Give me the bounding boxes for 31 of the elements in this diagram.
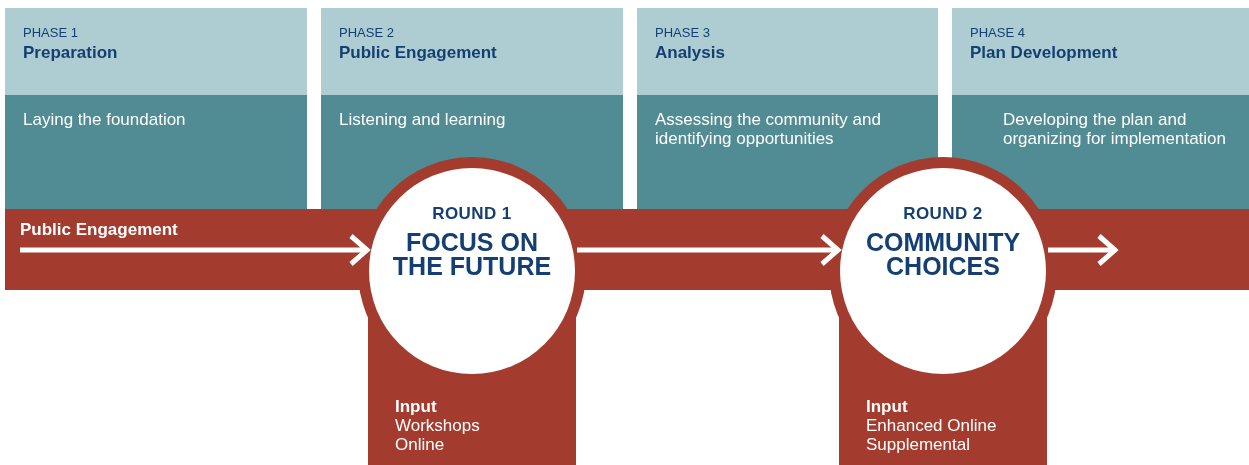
engagement-band <box>5 209 358 290</box>
round-title: FOCUS ON THE FUTURE <box>391 230 553 278</box>
input-heading: Input <box>866 397 909 416</box>
arrow <box>577 233 841 267</box>
round-title: COMMUNITY CHOICES <box>864 230 1022 278</box>
input-item: Workshops <box>395 416 480 435</box>
phase-description: Assessing the community and identifying opportunities <box>655 110 882 148</box>
phase-description: Laying the foundation <box>23 110 187 129</box>
round-number: ROUND 2 <box>903 203 983 225</box>
phase-title: Public Engagement <box>339 42 497 64</box>
phase-number: PHASE 1 <box>23 25 78 41</box>
phase-column <box>637 8 938 209</box>
phase-column <box>5 8 307 209</box>
input-item: Online <box>395 435 446 454</box>
phase-title: Plan Development <box>970 42 1118 64</box>
phase-title: Analysis <box>655 42 725 64</box>
phase-number: PHASE 3 <box>655 25 710 41</box>
input-item: Enhanced Online <box>866 416 997 435</box>
round-number: ROUND 1 <box>432 203 512 225</box>
phase-description: Listening and learning <box>339 110 507 129</box>
phase-number: PHASE 2 <box>339 25 394 41</box>
phase-description: Developing the plan and organizing for implementation <box>1003 110 1227 148</box>
input-item: Supplemental <box>866 435 971 454</box>
phase-title: Preparation <box>23 42 118 64</box>
input-heading: Input <box>395 397 438 416</box>
phase-column <box>952 8 1249 209</box>
phase-number: PHASE 4 <box>970 25 1025 41</box>
band-label: Public Engagement <box>20 220 178 240</box>
arrow <box>20 233 370 267</box>
arrow <box>1048 233 1118 267</box>
engagement-band <box>1057 209 1249 290</box>
